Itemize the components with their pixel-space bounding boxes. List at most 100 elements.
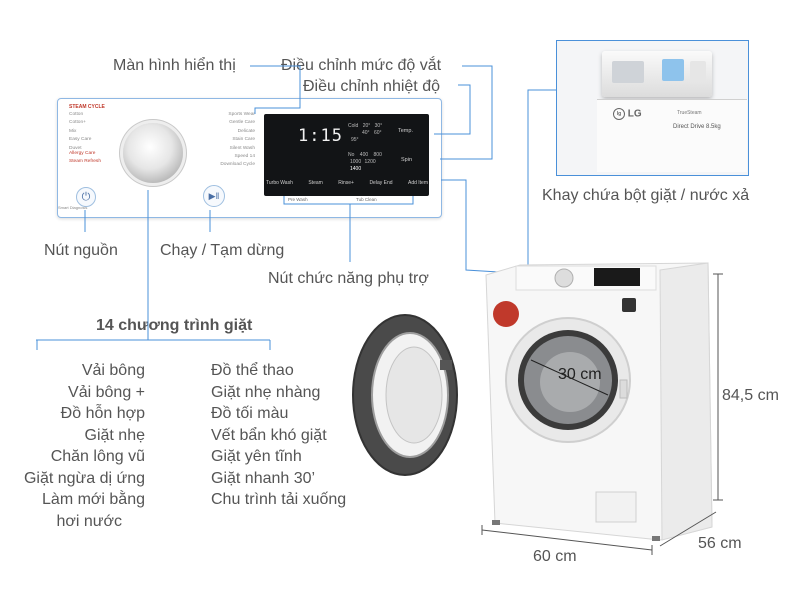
- option-buttons-row: Turbo Wash Steam Rinse+ Delay End Add It…: [266, 180, 428, 186]
- panel-program: Steam Refresh: [69, 159, 101, 165]
- option-button-turbo-wash[interactable]: Turbo Wash: [266, 180, 293, 186]
- power-button[interactable]: ⏻: [76, 187, 96, 207]
- panel-program: Mix: [69, 128, 77, 134]
- label-spin-adjust: Điều chỉnh mức độ vắt: [281, 57, 442, 74]
- panel-program: Cotton+: [69, 120, 86, 126]
- option-button-delay-end[interactable]: Delay End: [369, 180, 393, 186]
- label-drawer: Khay chứa bột giặt / nước xả: [542, 187, 750, 204]
- programs-right-list: Đồ thể thao Giặt nhẹ nhàng Đồ tối màu Vế…: [211, 360, 346, 511]
- panel-left-programs: Cotton Cotton+ Mix Easy Care Duvet Aller…: [69, 112, 101, 165]
- dim-width-line: [481, 529, 653, 551]
- panel-program: Sports Wear: [228, 112, 255, 117]
- program-item: Đồ thể thao: [211, 362, 294, 379]
- warranty-badge: [622, 298, 636, 312]
- direct-drive-label: Direct Drive 8.5kg: [673, 124, 721, 130]
- program-item: hơi nước: [56, 512, 123, 530]
- label-width: 60 cm: [533, 548, 577, 565]
- temp-value: 95°: [351, 137, 359, 143]
- spin-value: 800: [373, 152, 382, 158]
- option-button-rinse[interactable]: Rinse+: [338, 180, 354, 186]
- drawer-front: lg LG TrueSteam Direct Drive 8.5kg: [597, 99, 747, 172]
- smart-diagnosis-label: Smart Diagnosis: [58, 205, 88, 210]
- temp-value: 30°: [374, 123, 383, 129]
- label-display: Màn hình hiển thị: [113, 57, 236, 74]
- machine-display: [594, 268, 640, 286]
- panel-program: Cotton: [69, 112, 84, 117]
- digital-display: 1:15 Cold 20° 30° 40° 60° 95° No 400 800…: [264, 114, 429, 196]
- panel-program: Stain Care: [232, 137, 255, 143]
- spin-value: No: [348, 152, 355, 158]
- spin-button[interactable]: Spin: [401, 157, 413, 163]
- machine-dial: [554, 268, 574, 288]
- program-item: Giặt nhẹ: [84, 426, 145, 444]
- start-pause-button[interactable]: ▶‖: [203, 185, 225, 207]
- programs-left-list: Vải bông Vải bông + Đồ hỗn hợp Giặt nhẹ …: [10, 360, 145, 532]
- panel-program: Delicate: [237, 128, 255, 134]
- spin-value: 1000: [350, 159, 362, 165]
- panel-program: Speed 14: [234, 154, 255, 160]
- spin-value: 1400: [350, 166, 362, 172]
- service-hatch: [595, 491, 637, 523]
- spin-value: 400: [359, 152, 369, 158]
- panel-program: Silent Wash: [229, 145, 255, 151]
- label-programs-title: 14 chương trình giặt: [96, 317, 253, 334]
- spin-values: No 400 800 1000 1200 1400: [348, 152, 390, 173]
- red-badge: [493, 301, 519, 327]
- program-item: Đồ hỗn hợp: [60, 405, 145, 422]
- panel-header: STEAM CYCLE: [69, 104, 105, 110]
- label-height: 84,5 cm: [722, 387, 779, 404]
- callout-machine-panel: [441, 179, 601, 279]
- temp-value: Cold: [348, 123, 359, 129]
- play-pause-icon: ▶‖: [208, 191, 220, 201]
- brand-text: LG: [627, 108, 642, 120]
- compartment-insert: [690, 61, 706, 81]
- display-digits: 1:15: [298, 126, 343, 146]
- label-start-pause: Chạy / Tạm dừng: [160, 242, 285, 259]
- option-button-steam[interactable]: Steam: [308, 180, 323, 186]
- door-glass-inner: [385, 346, 443, 444]
- callout-spin: [440, 65, 493, 160]
- program-item: Vải bông +: [68, 383, 145, 401]
- panel-program: Allergy Care: [69, 151, 96, 157]
- label-temp-adjust: Điều chỉnh nhiệt độ: [303, 78, 440, 95]
- panel-right-programs: Sports Wear Gentle Care Delicate Stain C…: [198, 112, 255, 168]
- temp-button[interactable]: Temp.: [398, 128, 413, 134]
- lg-logo: lg LG: [613, 108, 642, 120]
- panel-program: Duvet: [69, 145, 82, 151]
- label-options: Nút chức năng phụ trợ: [268, 270, 429, 287]
- temp-value: 20°: [362, 123, 371, 129]
- dim-depth-line: [659, 511, 717, 547]
- callout-display: [250, 65, 301, 114]
- true-steam-label: TrueSteam: [677, 110, 702, 116]
- option-button-add-item[interactable]: Add Item: [407, 180, 428, 186]
- door-latch: [619, 379, 628, 399]
- drawer-tray: [602, 51, 712, 97]
- spin-value: 1200: [364, 159, 376, 165]
- callout-options: [283, 196, 414, 205]
- tub-clean-label: Tub Clean: [356, 197, 377, 202]
- drum-inner: [540, 352, 600, 412]
- program-dial[interactable]: [123, 123, 183, 183]
- callout-temp: [434, 84, 471, 135]
- program-item: Giặt ngừa dị ứng: [23, 469, 145, 487]
- foot: [652, 536, 660, 541]
- temp-values: Cold 20° 30° 40° 60° 95°: [348, 123, 388, 144]
- panel-program: Gentle Care: [229, 120, 255, 126]
- program-item: Vết bẩn khó giặt: [211, 426, 327, 444]
- machine-side: [659, 262, 713, 541]
- label-power: Nút nguồn: [44, 242, 118, 259]
- panel-program: Easy Care: [69, 137, 92, 143]
- power-icon: ⏻: [81, 191, 91, 203]
- program-item: Vải bông: [81, 362, 145, 379]
- detergent-compartment: [612, 61, 644, 83]
- program-item: Giặt nhẹ nhàng: [211, 383, 321, 401]
- program-item: Làm mới bằng: [42, 491, 145, 508]
- temp-value: 60°: [373, 130, 382, 136]
- door-hinge: [440, 360, 452, 370]
- label-depth: 56 cm: [698, 535, 742, 552]
- temp-value: 40°: [362, 130, 370, 136]
- program-item: Giặt yên tĩnh: [211, 448, 302, 465]
- program-item: Đồ tối màu: [211, 405, 289, 422]
- program-item: Giặt nhanh 30’: [211, 469, 316, 487]
